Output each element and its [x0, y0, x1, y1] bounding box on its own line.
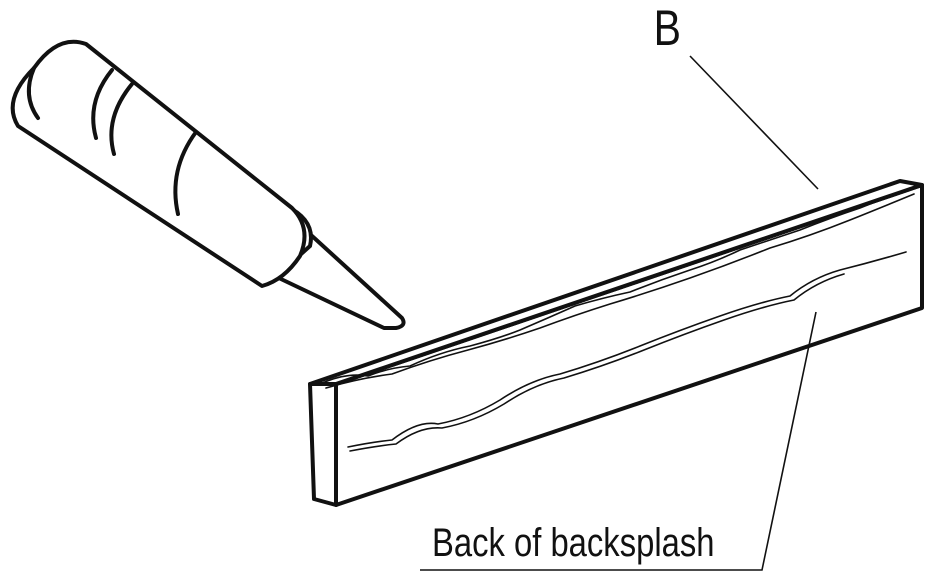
caulk-bead-back [347, 251, 907, 448]
leader-line-b [689, 55, 819, 190]
callout-label-back-of-backsplash: Back of backsplash [432, 520, 714, 565]
backsplash-end-face [308, 382, 338, 507]
backsplash-board [308, 179, 924, 507]
caulk-bead-top [317, 187, 911, 386]
caulk-body [10, 39, 307, 288]
caulk-tube-icon [10, 39, 406, 330]
part-label-b: B [654, 0, 681, 56]
leader-line-back [420, 311, 817, 571]
